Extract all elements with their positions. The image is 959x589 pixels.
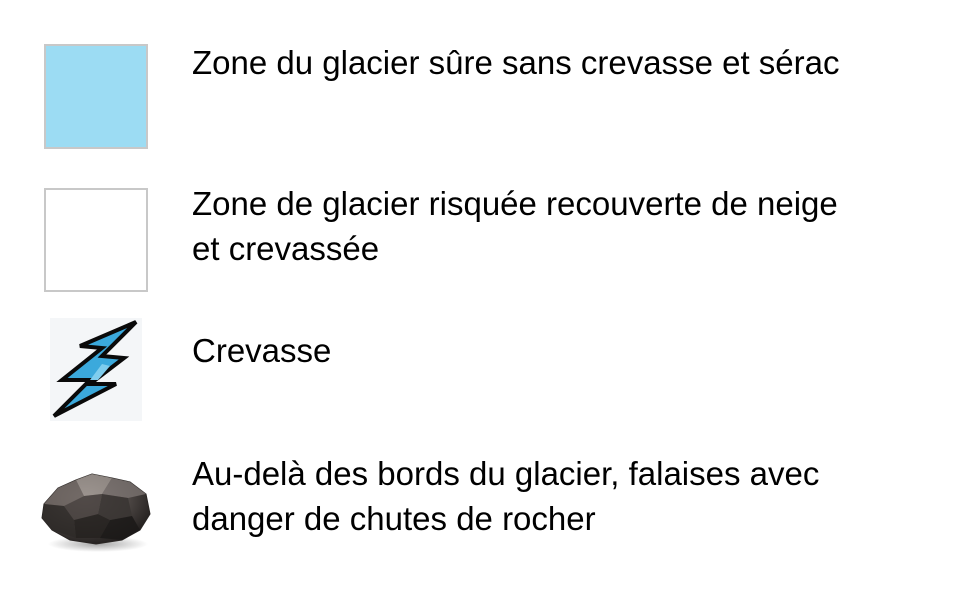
rock-icon: [40, 468, 154, 554]
legend-label-safe-zone: Zone du glacier sûre sans crevasse et sé…: [192, 44, 840, 81]
legend-label-risky-zone: Zone de glacier risquée recouverte de ne…: [192, 185, 838, 267]
legend-label-rockfall: Au-delà des bords du glacier, falaises a…: [192, 455, 820, 537]
legend-label-crevasse: Crevasse: [192, 332, 332, 369]
white-swatch: [44, 188, 148, 292]
light-blue-swatch: [44, 44, 148, 149]
crevasse-icon: [50, 318, 142, 421]
